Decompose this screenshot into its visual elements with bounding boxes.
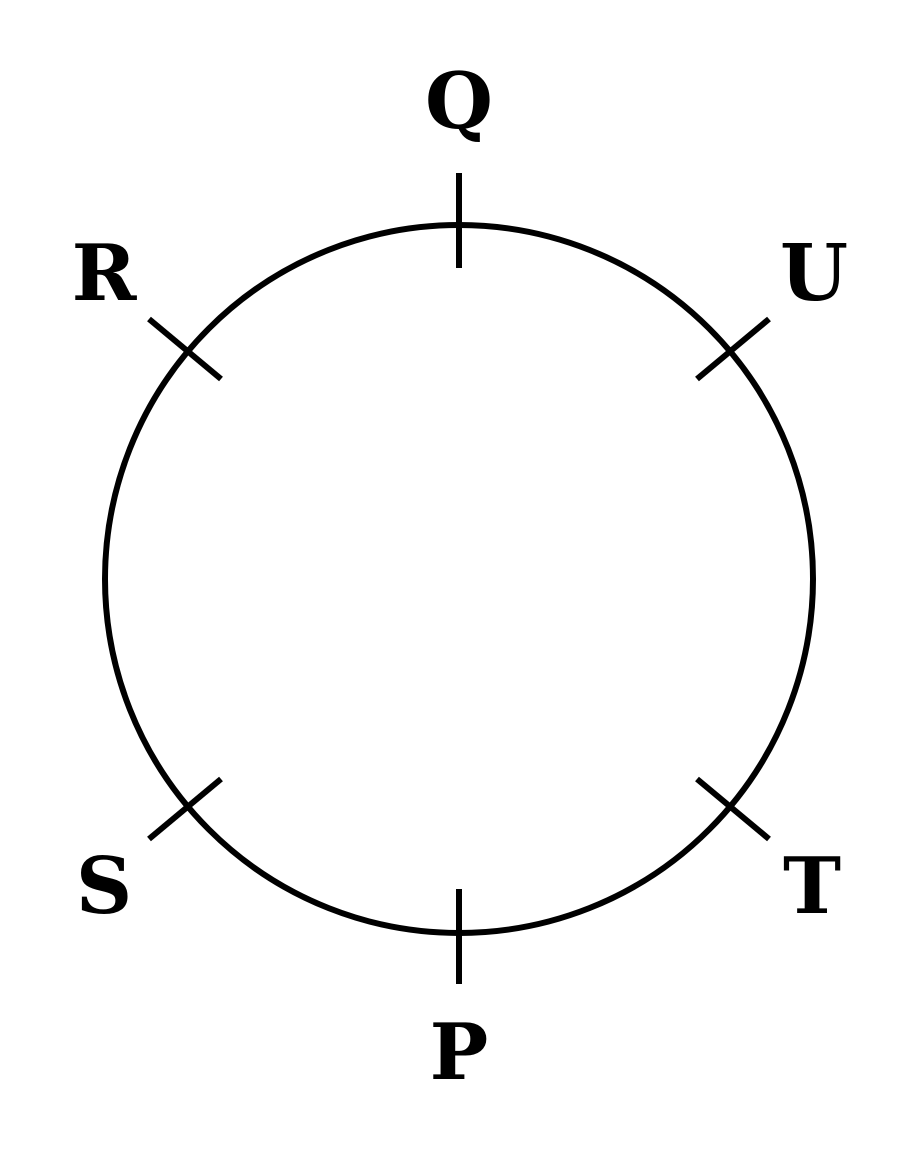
label-t: T — [783, 841, 841, 932]
tick-u — [695, 316, 771, 382]
label-r: R — [72, 228, 138, 319]
label-s: S — [76, 841, 132, 932]
tick-s — [147, 776, 223, 842]
circle — [102, 222, 816, 936]
label-q: Q — [425, 56, 493, 147]
tick-t — [695, 776, 771, 842]
tick-r — [147, 316, 223, 382]
label-p: P — [430, 1007, 489, 1098]
label-u: U — [780, 228, 848, 319]
